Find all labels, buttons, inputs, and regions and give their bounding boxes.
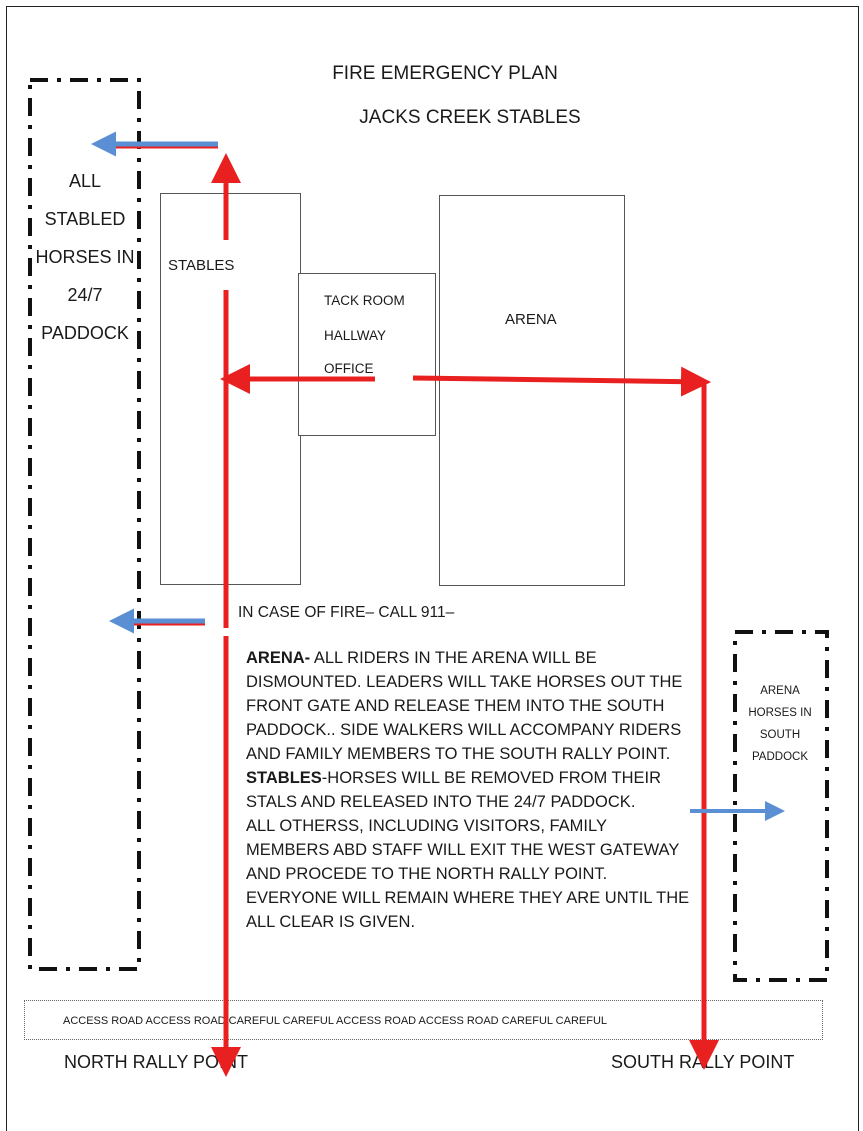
north-rally-point: NORTH RALLY POINT xyxy=(64,1052,249,1072)
arena-instruction: ARENA- ALL RIDERS IN THE ARENA WILL BE D… xyxy=(246,646,694,766)
call-911-notice: IN CASE OF FIRE– CALL 911– xyxy=(238,604,455,621)
west-paddock-line: PADDOCK xyxy=(41,323,129,343)
west-paddock-line: HORSES IN xyxy=(35,247,135,267)
west-paddock-label: ALL STABLED HORSES IN 24/7 PADDOCK xyxy=(30,162,140,352)
stables-instruction-text: -HORSES WILL BE REMOVED FROM THEIR STALS… xyxy=(246,769,661,811)
tack-room-label: TACK ROOM xyxy=(324,293,405,308)
arena-instruction-heading: ARENA- xyxy=(246,649,311,667)
stables-instruction-heading: STABLES xyxy=(246,769,322,787)
arena-label: ARENA xyxy=(505,311,557,328)
stables-label: STABLES xyxy=(168,257,235,274)
page-title: FIRE EMERGENCY PLAN xyxy=(332,63,558,84)
hallway-label: HALLWAY xyxy=(324,328,387,343)
evacuation-instructions: ARENA- ALL RIDERS IN THE ARENA WILL BE D… xyxy=(246,646,694,934)
south-paddock-line: PADDOCK xyxy=(751,751,809,763)
access-road: ACCESS ROAD ACCESS ROAD CAREFUL CAREFUL … xyxy=(24,1000,823,1040)
stables-instruction: STABLES-HORSES WILL BE REMOVED FROM THEI… xyxy=(246,766,694,814)
tack-room-building xyxy=(298,273,436,436)
others-instruction: ALL OTHERSS, INCLUDING VISITORS, FAMILY … xyxy=(246,817,690,931)
west-paddock-line: STABLED xyxy=(44,209,126,229)
page-frame xyxy=(6,6,859,1131)
arena-building xyxy=(439,195,625,586)
west-paddock-boundary xyxy=(28,78,141,971)
office-label: OFFICE xyxy=(324,361,374,376)
page-subtitle: JACKS CREEK STABLES xyxy=(359,107,581,128)
west-paddock-line: ALL xyxy=(68,171,102,191)
south-paddock-boundary xyxy=(733,630,829,982)
access-road-text: ACCESS ROAD ACCESS ROAD CAREFUL CAREFUL … xyxy=(63,1015,608,1027)
south-paddock-line: ARENA xyxy=(760,685,800,697)
south-paddock-label: ARENA HORSES IN SOUTH PADDOCK xyxy=(740,680,820,768)
arena-instruction-text: ALL RIDERS IN THE ARENA WILL BE DISMOUNT… xyxy=(246,649,683,763)
office-exit-east-arrow xyxy=(412,366,711,397)
south-paddock-line: SOUTH xyxy=(759,729,801,741)
south-paddock-line: HORSES IN xyxy=(748,707,812,719)
west-paddock-line: 24/7 xyxy=(67,285,103,305)
